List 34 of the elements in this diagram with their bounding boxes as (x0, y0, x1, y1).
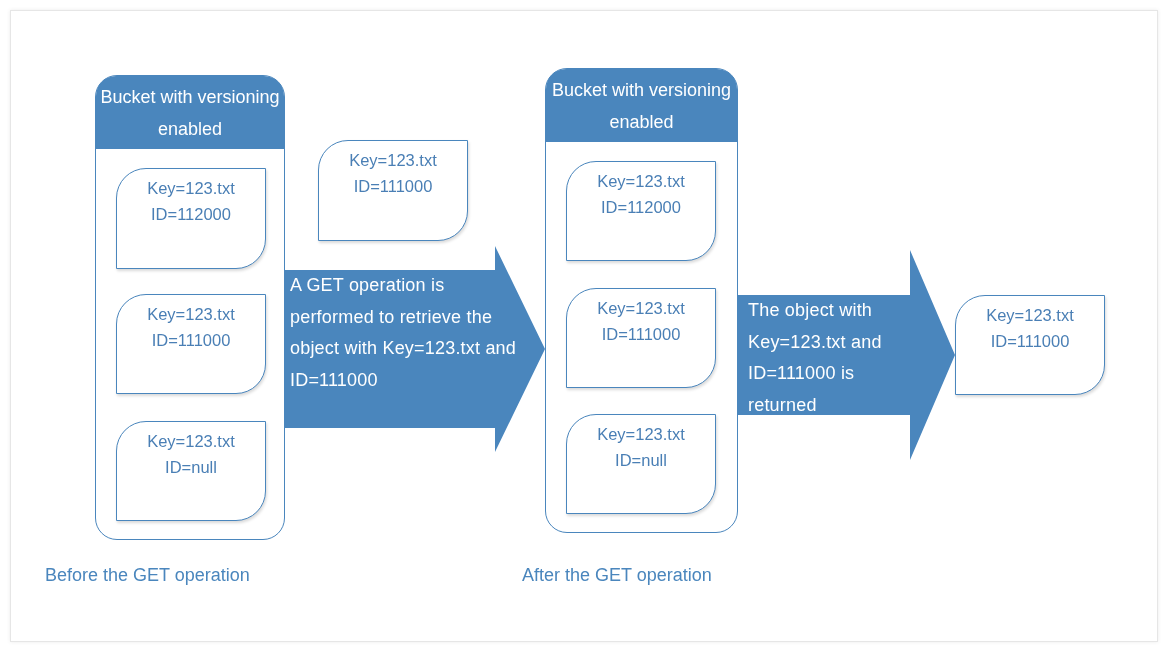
object-text: Key=123.txt (597, 424, 685, 445)
object-text: ID=null (615, 450, 667, 471)
caption-text: After the GET operation (522, 564, 712, 587)
object-card (955, 295, 1105, 395)
object-text: Key=123.txt (349, 150, 437, 171)
object-text: ID=112000 (151, 204, 231, 225)
object-text: ID=111000 (353, 176, 433, 197)
object-card (318, 140, 468, 241)
edge-label: The object with Key=123.txt and ID=111000 is returned (748, 299, 883, 417)
bucket-container (95, 75, 285, 540)
bucket-header: Bucket with versioning enabled (96, 76, 284, 149)
object-text: ID=112000 (601, 197, 681, 218)
caption-text: Before the GET operation (45, 564, 250, 587)
object-text: Key=123.txt (597, 298, 685, 319)
object-text: ID=111000 (151, 330, 231, 351)
object-text: Key=123.txt (147, 304, 235, 325)
object-card (116, 294, 266, 394)
block-arrow (738, 250, 955, 460)
object-text: Key=123.txt (597, 171, 685, 192)
object-card (116, 421, 266, 521)
bucket-container (545, 68, 738, 533)
object-card (116, 168, 266, 269)
object-text: ID=null (165, 457, 217, 478)
object-card (566, 161, 716, 261)
object-text: Key=123.txt (147, 431, 235, 452)
block-arrow (285, 246, 545, 452)
object-text: Key=123.txt (986, 305, 1074, 326)
object-text: ID=111000 (601, 324, 681, 345)
edge-label: A GET operation is performed to retrieve the object with Key=123.txt and ID=111000 (290, 274, 518, 392)
object-card (566, 288, 716, 388)
object-text: ID=111000 (990, 331, 1070, 352)
bucket-header: Bucket with versioning enabled (546, 69, 737, 142)
object-card (566, 414, 716, 514)
object-text: Key=123.txt (147, 178, 235, 199)
